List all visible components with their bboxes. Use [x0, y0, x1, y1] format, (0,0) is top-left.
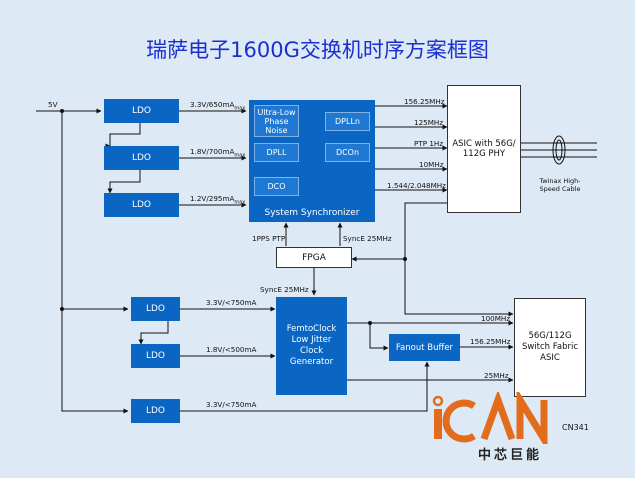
asic-phy-block: ASIC with 56G/ 112G PHY: [447, 85, 521, 213]
switch-fabric-asic: 56G/112G Switch Fabric ASIC: [514, 298, 586, 397]
ldo-label: LDO: [131, 106, 152, 116]
pps-ptp-label: 1PPS PTP: [252, 234, 286, 243]
sync-output-label-2: 125MHz: [414, 118, 444, 127]
ican-logo: [432, 387, 562, 452]
femto-output-label-3: 25MHz: [484, 371, 509, 380]
ldo-output-label-1: 3.3V/650mAmax: [190, 100, 246, 112]
logo-chinese-text: 中芯巨能: [478, 448, 543, 463]
ldo-output-label-6: 3.3V/<750mA: [206, 400, 257, 409]
ldo-block-5: LDO: [131, 344, 180, 368]
femto-output-label-2: 156.25MHz: [470, 337, 511, 346]
supply-label: 5V: [48, 100, 58, 109]
femtoclock-generator: FemtoClock Low Jitter Clock Generator: [276, 297, 347, 395]
sync-output-label-5: 1.544/2.048MHz: [387, 181, 446, 190]
dplln-block: DPLLn: [325, 112, 370, 131]
ican-logo-mark: [432, 387, 548, 452]
ldo-output-label-4: 3.3V/<750mA: [206, 298, 257, 307]
sync-output-label-4: 10MHz: [419, 160, 444, 169]
fanout-buffer: Fanout Buffer: [389, 334, 460, 361]
ldo-label: LDO: [145, 406, 166, 416]
fpga-block: FPGA: [276, 247, 352, 268]
ldo-output-label-3: 1.2V/295mAmax: [190, 194, 246, 206]
sync-output-label-3: PTP 1Hz: [414, 139, 444, 148]
ultra-low-phase-noise-block: Ultra-Low Phase Noise: [254, 105, 299, 137]
twinax-cable-icon: [552, 135, 566, 165]
system-synchronizer-label: System Synchronizer: [264, 208, 360, 218]
ldo-label: LDO: [131, 200, 152, 210]
sync-output-label-1: 156.25MHz: [404, 97, 445, 106]
synce-up-label: SyncE 25MHz: [343, 234, 392, 243]
ldo-label: LDO: [131, 153, 152, 163]
logo-code: CN341: [562, 423, 589, 432]
ldo-output-label-2: 1.8V/700mAmax: [190, 147, 246, 159]
ldo-block-1: LDO: [104, 99, 179, 123]
dco-block: DCO: [254, 177, 299, 196]
ldo-label: LDO: [145, 351, 166, 361]
ldo-output-label-5: 1.8V/<500mA: [206, 345, 257, 354]
diagram-title: 瑞萨电子1600G交换机时序方案框图: [146, 38, 489, 62]
femto-output-label-1: 100MHz: [481, 314, 511, 323]
ldo-block-6: LDO: [131, 399, 180, 423]
ldo-block-3: LDO: [104, 193, 179, 217]
dcon-block: DCOn: [325, 143, 370, 162]
dpll-block: DPLL: [254, 143, 299, 162]
twinax-label: Twinax High-Speed Cable: [539, 177, 581, 193]
ldo-block-2: LDO: [104, 146, 179, 170]
ldo-block-4: LDO: [131, 297, 180, 321]
ldo-label: LDO: [145, 304, 166, 314]
synce-down-label: SyncE 25MHz: [260, 285, 309, 294]
